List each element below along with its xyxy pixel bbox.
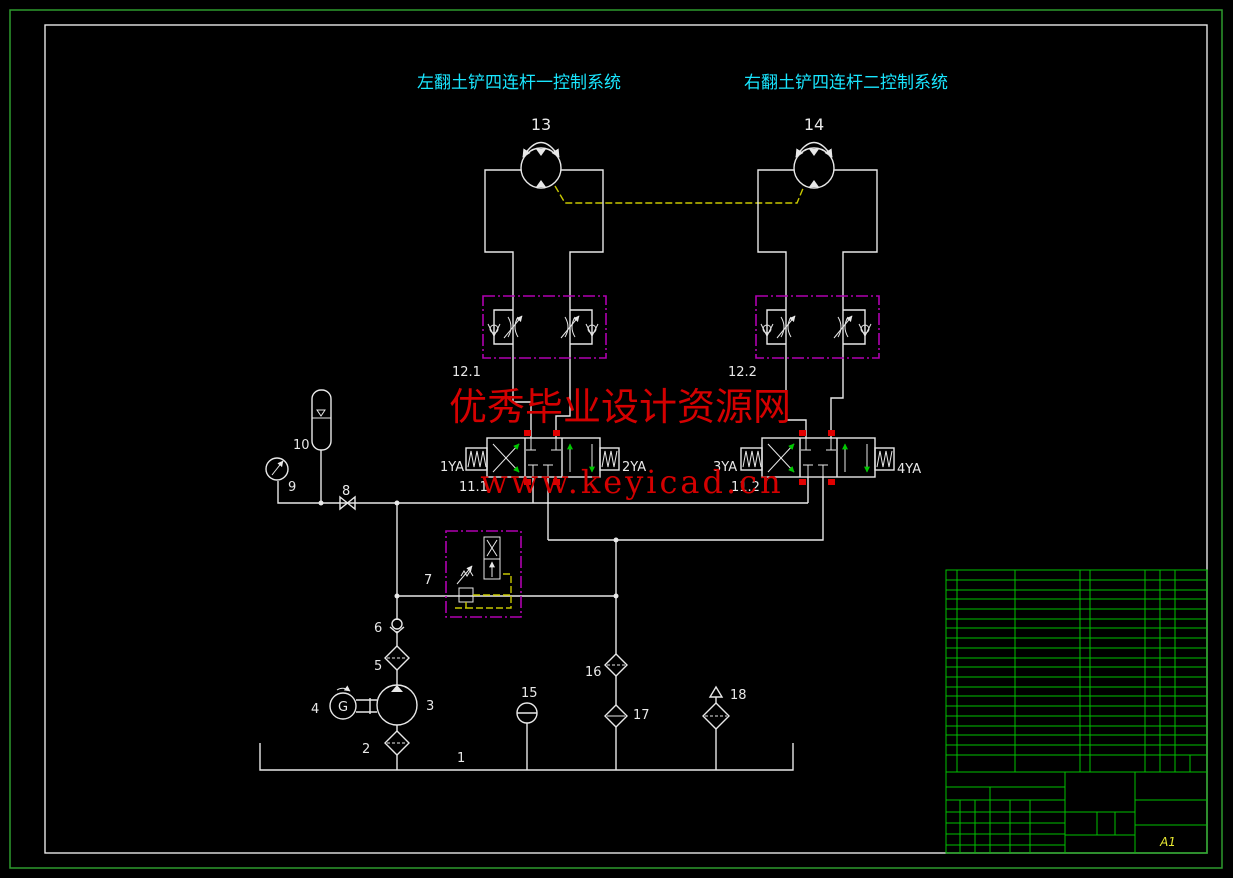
- solenoid-label-1ya: 1YA: [440, 460, 464, 475]
- label-10: 10: [293, 438, 310, 453]
- label-18: 18: [730, 688, 747, 703]
- sheet-size: A1: [1159, 835, 1176, 849]
- label-13: 13: [531, 115, 551, 134]
- return-filter-16: [604, 653, 628, 677]
- solenoid-label-4ya: 4YA: [897, 462, 921, 477]
- shutoff-valve-8: [339, 495, 356, 511]
- return-filter-17: [604, 704, 628, 728]
- pressure-line: [277, 481, 808, 504]
- electric-motor-4: G: [329, 685, 377, 720]
- motor-13-line-a: [484, 169, 532, 438]
- label-9: 9: [288, 480, 296, 495]
- motor-link-dashed-line: [554, 185, 805, 204]
- solenoid-label-3ya: 3YA: [713, 460, 737, 475]
- relief-valve-7: [445, 530, 522, 618]
- label-7: 7: [424, 573, 432, 588]
- junction-dots: [318, 500, 619, 599]
- label-5: 5: [374, 659, 382, 674]
- title-block: A1: [945, 569, 1208, 854]
- outer-border: [9, 9, 1223, 869]
- label-14: 14: [804, 115, 824, 134]
- motor-symbol-letter: G: [338, 700, 348, 715]
- throttle-check-valve-12-1: [482, 295, 607, 359]
- label-11-2: 11.2: [731, 480, 760, 495]
- level-gauge-15: [516, 702, 538, 770]
- hydraulic-motor-14: [793, 141, 835, 189]
- accumulator-10: [311, 389, 332, 451]
- label-3: 3: [426, 699, 434, 714]
- drawing-frame: [44, 24, 1208, 854]
- motor-14-line-a: [757, 169, 807, 438]
- title-block-grid: [946, 772, 1207, 853]
- watermark-site-name: 优秀毕业设计资源网: [449, 385, 791, 429]
- parts-list-grid: [946, 570, 1207, 773]
- label-12-1: 12.1: [452, 365, 481, 380]
- motor-14-line-b: [830, 169, 878, 438]
- pressure-gauge-9: [265, 457, 289, 481]
- throttle-check-valve-12-2: [756, 296, 879, 358]
- directional-valve-11-1: [465, 430, 620, 485]
- right-system-title: 右翻土铲四连杆二控制系统: [744, 73, 948, 93]
- label-17: 17: [633, 708, 650, 723]
- label-15: 15: [521, 686, 538, 701]
- check-valve-6: [389, 618, 405, 634]
- watermark-url: www.keyicad.cn: [480, 463, 783, 501]
- label-1: 1: [457, 751, 465, 766]
- hydraulic-motor-13: [520, 141, 562, 189]
- label-12-2: 12.2: [728, 365, 757, 380]
- suction-filter-2: [384, 730, 410, 756]
- label-2: 2: [362, 742, 370, 757]
- label-6: 6: [374, 621, 382, 636]
- label-8: 8: [342, 484, 350, 499]
- label-16: 16: [585, 665, 602, 680]
- solenoid-label-2ya: 2YA: [622, 460, 646, 475]
- label-4: 4: [311, 702, 319, 717]
- filter-5: [384, 645, 410, 671]
- left-system-title: 左翻土铲四连杆一控制系统: [417, 73, 621, 93]
- hydraulic-pump-3: [376, 684, 418, 726]
- return-line: [548, 477, 824, 541]
- motor-13-line-b: [555, 169, 604, 438]
- label-11-1: 11.1: [459, 480, 488, 495]
- air-breather-18: [702, 685, 730, 770]
